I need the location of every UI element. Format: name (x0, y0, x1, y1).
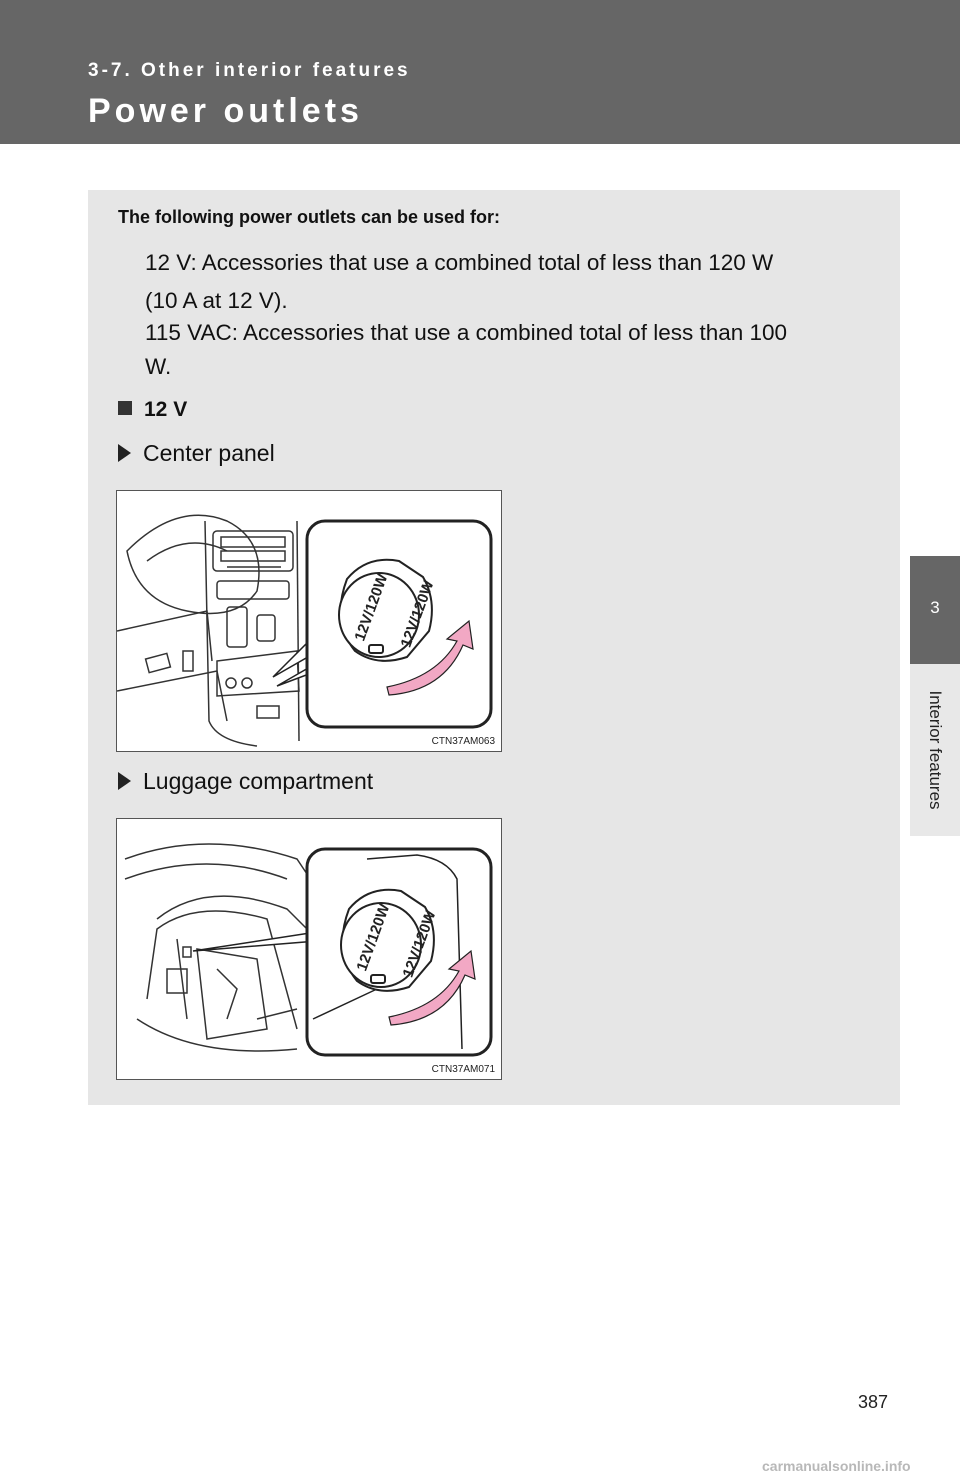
page-number: 387 (858, 1392, 889, 1412)
page-title: Power outlets (88, 92, 363, 130)
item-label: Luggage compartment (143, 768, 374, 794)
subheading-text: 12 V (144, 398, 188, 421)
chapter-number: 3 (930, 598, 940, 617)
watermark[interactable]: carmanualsonline.info (762, 1458, 911, 1474)
body-line-3: 115 VAC: Accessories that use a combined… (145, 320, 788, 345)
luggage-drawing: 12V/120W 12V/120W (124, 843, 493, 1057)
center-panel-drawing: 12V/120W 12V/120W (117, 514, 493, 747)
item-luggage-compartment: Luggage compartment (118, 768, 373, 795)
illustration-code: CTN37AM063 (431, 736, 495, 747)
chapter-tab: 3 (910, 556, 960, 664)
chapter-label-box: Interior features (910, 664, 960, 836)
body-line-1: 12 V: Accessories that use a combined to… (145, 250, 774, 275)
chapter-label: Interior features (926, 690, 945, 810)
illustration-luggage: 12V/120W 12V/120W CTN37AM071 (116, 818, 502, 1080)
item-label: Center panel (143, 440, 275, 466)
section-label: 3-7. Other interior features (88, 60, 411, 81)
open-arrow-icon (388, 949, 476, 1026)
page-header: 3-7. Other interior features Power outle… (0, 0, 960, 144)
body-line-4: W. (145, 354, 172, 379)
subheading-12v: 12 V (118, 398, 187, 422)
illustration-code: CTN37AM071 (431, 1064, 495, 1075)
body-line-2: (10 A at 12 V). (145, 288, 288, 313)
triangle-bullet-icon (118, 772, 131, 790)
square-bullet-icon (118, 401, 132, 415)
illustration-center-panel: 12V/120W 12V/120W CTN37AM063 (116, 490, 502, 752)
open-arrow-icon (386, 619, 474, 696)
item-center-panel: Center panel (118, 440, 275, 467)
intro-text: The following power outlets can be used … (118, 207, 501, 227)
triangle-bullet-icon (118, 444, 131, 462)
